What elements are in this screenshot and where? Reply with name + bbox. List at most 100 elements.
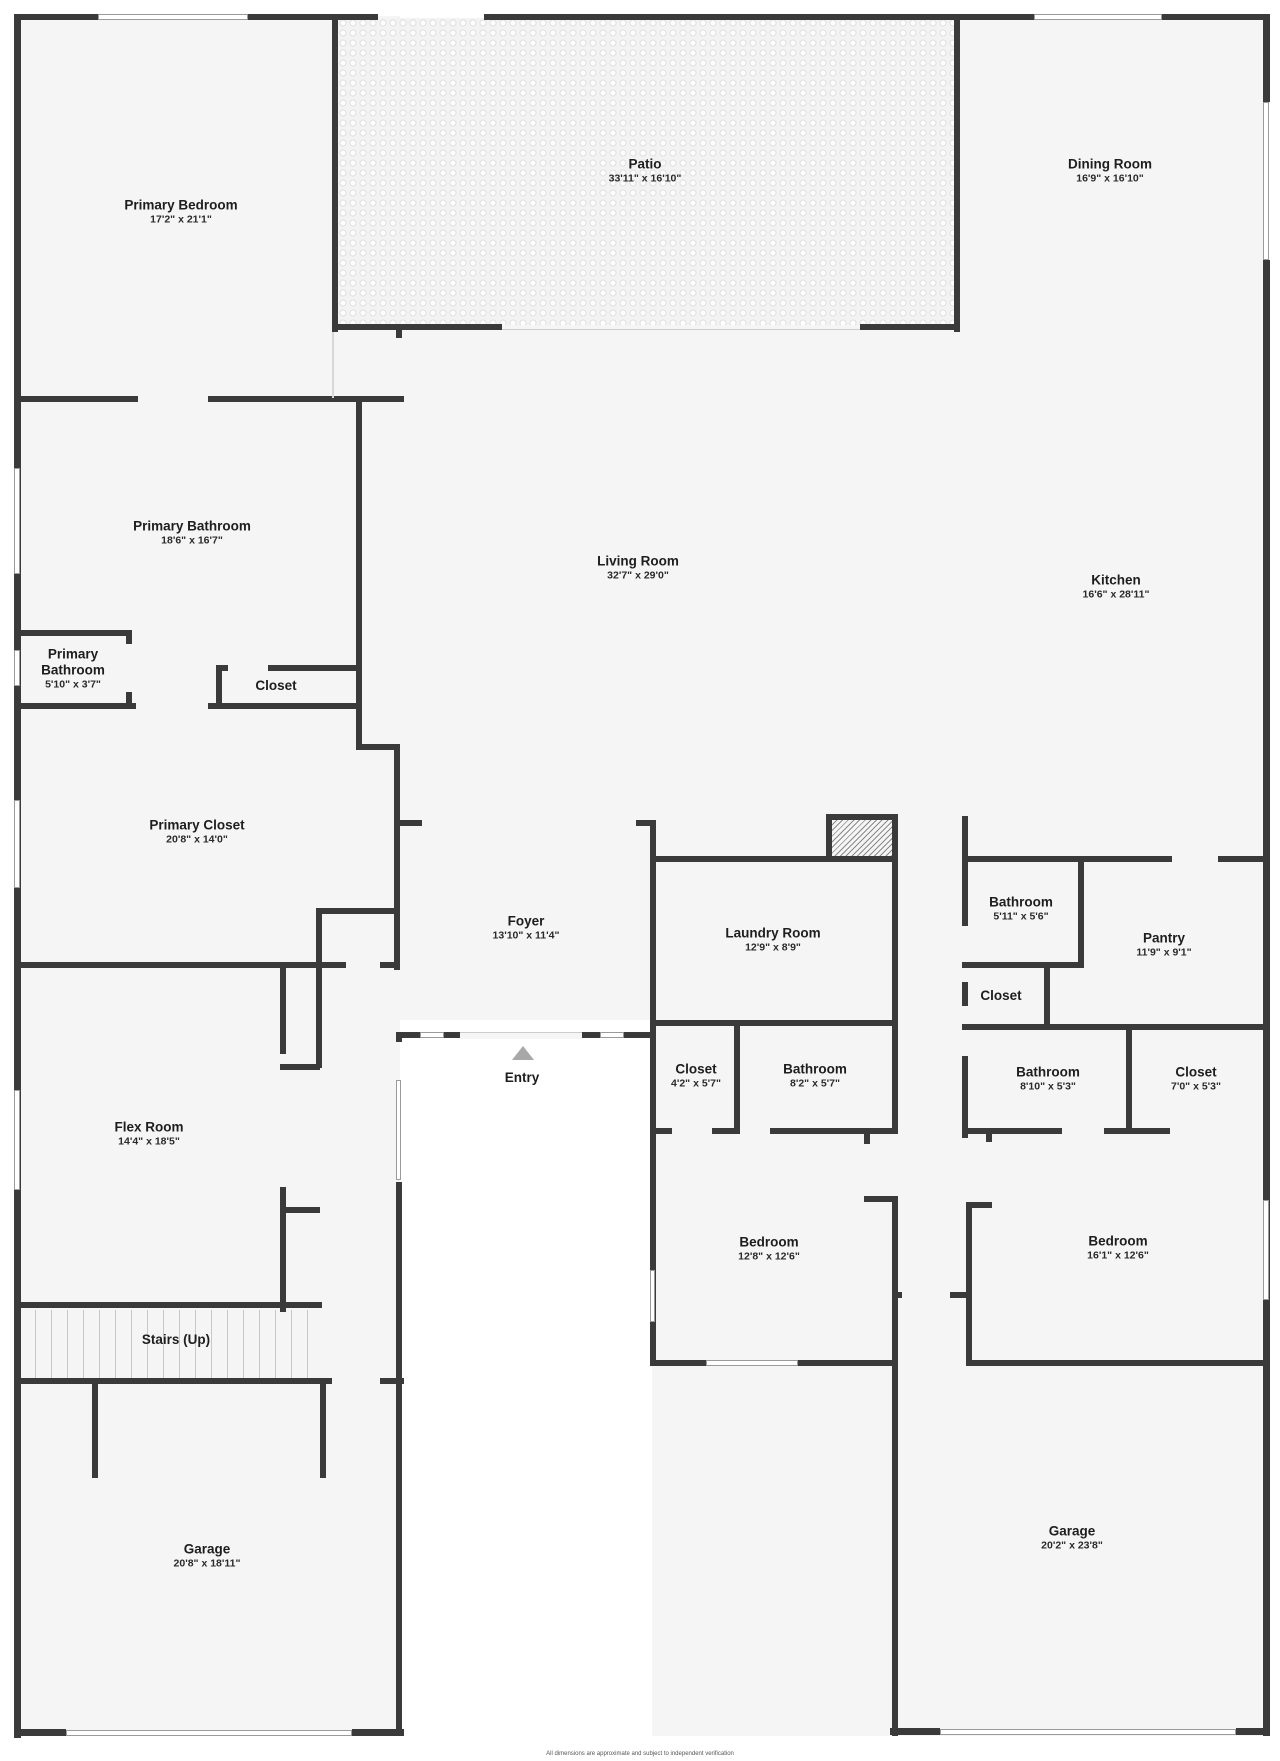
wall bbox=[966, 1202, 972, 1366]
room-label-dining-room: Dining Room 16'9" x 16'10" bbox=[1068, 156, 1152, 185]
window bbox=[1034, 14, 1162, 20]
window bbox=[706, 1360, 798, 1366]
floor-right-block bbox=[652, 860, 1266, 1736]
wall bbox=[656, 1020, 898, 1026]
room-label-closet: Closet bbox=[255, 678, 297, 693]
stairs-treads bbox=[20, 1310, 322, 1382]
wall bbox=[92, 1384, 98, 1478]
window bbox=[98, 14, 248, 20]
doorway bbox=[962, 926, 968, 982]
wall bbox=[624, 1032, 656, 1038]
wall bbox=[1263, 14, 1270, 102]
wall bbox=[582, 1032, 600, 1038]
wall bbox=[400, 820, 422, 826]
wall bbox=[890, 1728, 940, 1735]
window bbox=[14, 800, 20, 888]
wall bbox=[864, 1134, 870, 1144]
room-label-foyer: Foyer 13'10" x 11'4" bbox=[492, 913, 560, 942]
room-label-garage: Garage 20'2" x 23'8" bbox=[1041, 1523, 1103, 1552]
wall bbox=[356, 400, 362, 750]
entry-label: Entry bbox=[504, 1070, 540, 1085]
room-label-primary-closet: Primary Closet 20'8" x 14'0" bbox=[149, 817, 245, 846]
room-label-primary-bathroom-small: Primary Bathroom 5'10" x 3'7" bbox=[41, 646, 105, 691]
garage-door bbox=[940, 1729, 1236, 1735]
wall bbox=[380, 1378, 404, 1384]
garage-door bbox=[66, 1730, 352, 1736]
wall bbox=[950, 1292, 966, 1298]
room-label-closet: Closet bbox=[980, 988, 1022, 1003]
wall bbox=[712, 1128, 738, 1134]
doorway bbox=[962, 1006, 968, 1056]
wall bbox=[208, 703, 362, 709]
wall bbox=[208, 396, 404, 402]
wall bbox=[396, 330, 402, 338]
wall bbox=[650, 820, 656, 1366]
wall bbox=[962, 962, 1084, 968]
room-label-closet: Closet 7'0" x 5'3" bbox=[1171, 1064, 1221, 1093]
room-label-closet: Closet 4'2" x 5'7" bbox=[671, 1061, 721, 1090]
room-label-patio: Patio 33'11" x 16'10" bbox=[608, 156, 682, 185]
front-door bbox=[460, 1032, 582, 1039]
window bbox=[14, 468, 20, 574]
chimney-hatch bbox=[832, 820, 892, 856]
wall bbox=[1044, 962, 1050, 1030]
wall bbox=[966, 1360, 1270, 1366]
wall bbox=[962, 1128, 1062, 1134]
wall bbox=[14, 1302, 322, 1308]
wall bbox=[394, 744, 400, 970]
disclaimer: All dimensions are approximate and subje… bbox=[546, 1751, 734, 1757]
wall bbox=[656, 1128, 672, 1134]
wall bbox=[892, 1196, 898, 1736]
wall bbox=[954, 14, 960, 332]
wall bbox=[14, 703, 136, 709]
wall bbox=[14, 630, 132, 636]
wall bbox=[636, 820, 654, 826]
wall bbox=[1162, 14, 1270, 20]
room-label-garage: Garage 20'8" x 18'11" bbox=[173, 1541, 241, 1570]
wall bbox=[826, 814, 832, 862]
wall bbox=[892, 814, 898, 954]
wall bbox=[1078, 856, 1084, 966]
window bbox=[1263, 1200, 1269, 1300]
room-label-laundry-room: Laundry Room 12'9" x 8'9" bbox=[725, 925, 821, 954]
wall bbox=[316, 908, 322, 1068]
wall bbox=[1126, 1030, 1132, 1134]
room-label-primary-bathroom: Primary Bathroom 18'6" x 16'7" bbox=[133, 518, 251, 547]
wall bbox=[1263, 260, 1270, 1736]
room-label-stairs: Stairs (Up) bbox=[141, 1332, 211, 1347]
wall bbox=[216, 665, 222, 709]
room-label-primary-bedroom: Primary Bedroom 17'2" x 21'1" bbox=[124, 197, 238, 226]
wall bbox=[14, 1378, 332, 1384]
window bbox=[650, 1270, 655, 1322]
wall bbox=[332, 324, 502, 330]
wall bbox=[14, 962, 346, 968]
wall bbox=[962, 856, 1172, 862]
wall bbox=[864, 1196, 898, 1202]
room-label-bedroom: Bedroom 12'8" x 12'6" bbox=[738, 1234, 800, 1263]
wall bbox=[280, 1064, 320, 1070]
window bbox=[600, 1032, 624, 1038]
wall bbox=[248, 14, 378, 20]
wall bbox=[352, 1729, 404, 1736]
wall bbox=[986, 1134, 992, 1142]
room-label-living-room: Living Room 32'7" x 29'0" bbox=[597, 553, 679, 582]
wall bbox=[1104, 1128, 1170, 1134]
wall bbox=[1236, 1728, 1270, 1735]
wall bbox=[1218, 856, 1270, 862]
wall bbox=[14, 1729, 66, 1736]
wall bbox=[770, 1128, 898, 1134]
wall bbox=[968, 1202, 992, 1208]
wall bbox=[356, 744, 400, 750]
wall bbox=[280, 962, 286, 1054]
wall bbox=[734, 1026, 740, 1134]
wall bbox=[962, 1024, 1270, 1030]
room-label-bathroom: Bathroom 5'11" x 5'6" bbox=[989, 894, 1053, 923]
wall bbox=[380, 962, 400, 968]
wall bbox=[892, 952, 898, 1132]
wall bbox=[332, 332, 334, 398]
wall bbox=[216, 665, 228, 671]
wall bbox=[484, 14, 1034, 20]
wall bbox=[656, 1360, 706, 1366]
wall bbox=[126, 692, 132, 706]
wall bbox=[268, 665, 362, 671]
